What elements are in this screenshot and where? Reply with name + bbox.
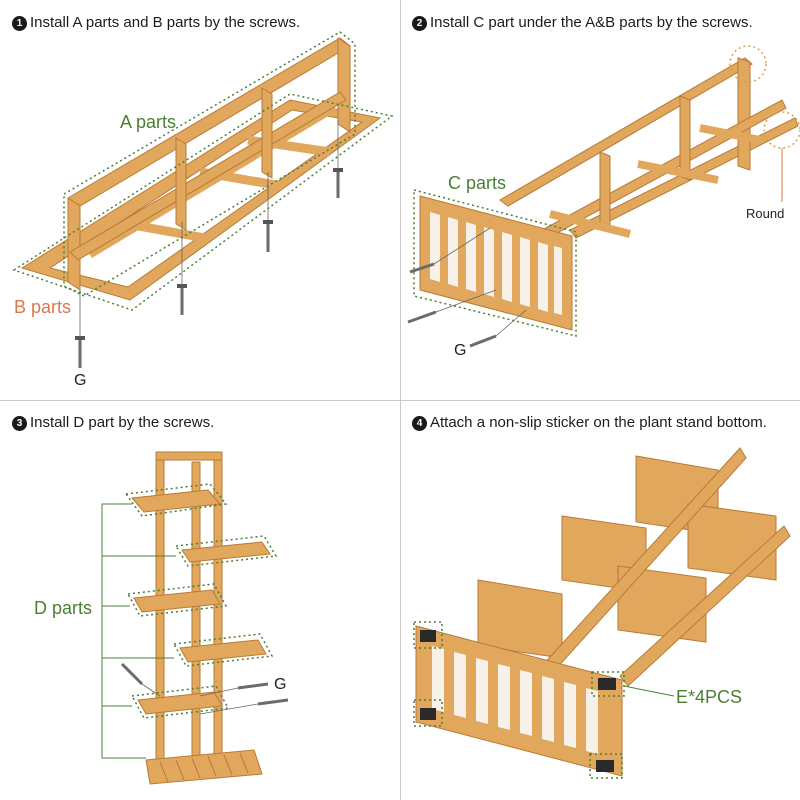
horizontal-divider	[0, 400, 800, 401]
screw-g-label-3: G	[274, 676, 287, 693]
b-parts-middle-rail	[88, 104, 337, 259]
step-3-illustration	[101, 451, 289, 785]
screw-guide-lines	[79, 120, 339, 336]
front-panel-slots	[432, 646, 598, 754]
screw-g-label-1: G	[74, 372, 87, 389]
c-parts-label: C parts	[448, 173, 507, 193]
step-3-text: Install D part by the screws.	[30, 414, 215, 431]
screws	[407, 262, 497, 348]
step-number-2: 2	[412, 16, 427, 31]
d-parts-bracket	[101, 503, 176, 759]
screw-guide-lines	[141, 683, 259, 715]
c-part-outline	[413, 189, 577, 337]
a-parts-outline	[63, 31, 356, 297]
step-1-illustration	[12, 31, 394, 368]
b-parts-label: B parts	[14, 297, 72, 317]
sticker-leader-line	[623, 685, 675, 697]
non-slip-stickers	[420, 630, 616, 772]
a-parts-label: A parts	[120, 112, 177, 132]
d-part-shelves	[131, 489, 271, 715]
screw-g-label-2: G	[454, 342, 467, 359]
b-parts-outline	[12, 93, 394, 311]
b-parts-openings	[48, 109, 364, 288]
sticker-outlines	[413, 621, 625, 779]
screw-guide-lines	[433, 227, 527, 337]
long-rails	[519, 447, 791, 701]
base-slats	[159, 752, 249, 783]
frame-crossbars	[549, 124, 761, 238]
step-number-4: 4	[412, 416, 427, 431]
step-number-1: 1	[12, 16, 27, 31]
step-4-text: Attach a non-slip sticker on the plant s…	[430, 414, 767, 431]
round-label: Round	[746, 206, 785, 221]
step-4-illustration	[413, 447, 791, 779]
screws	[120, 662, 289, 706]
d-part-outlines	[124, 483, 278, 719]
tower-base	[145, 749, 263, 785]
upturned-stand-panels	[477, 455, 777, 659]
screws	[78, 172, 340, 368]
step-number-3: 3	[12, 416, 27, 431]
d-parts-label: D parts	[34, 598, 93, 618]
step-1-text: Install A parts and B parts by the screw…	[30, 14, 301, 31]
screw-heads	[75, 168, 343, 340]
round-callouts	[729, 45, 800, 149]
sticker-label: E*4PCS	[676, 687, 743, 707]
step-2-text: Install C part under the A&B parts by th…	[430, 14, 753, 31]
step-2-illustration	[407, 45, 800, 348]
frame-assembly	[499, 57, 799, 251]
